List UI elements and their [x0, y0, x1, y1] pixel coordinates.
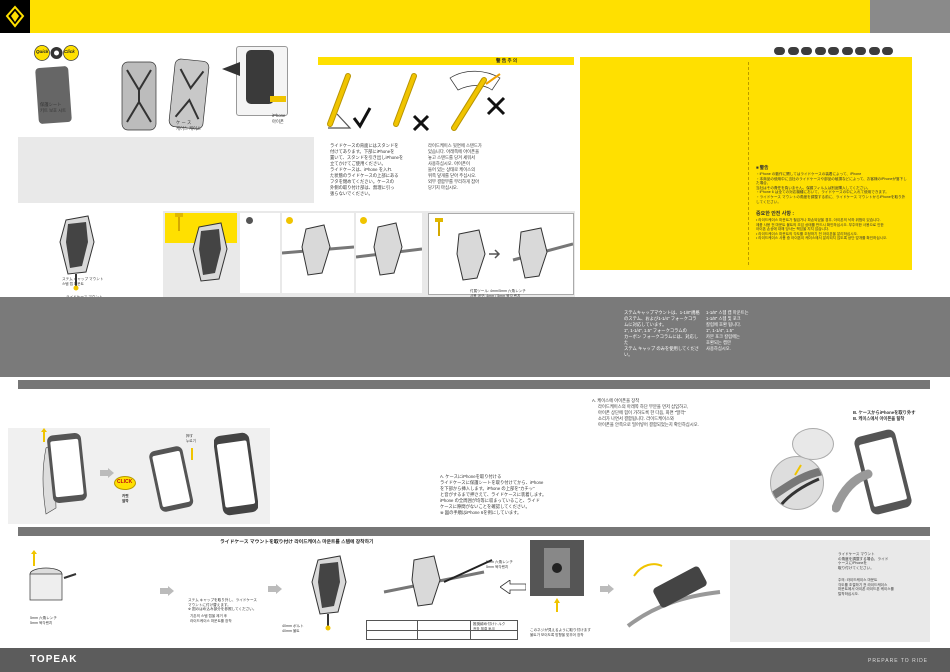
- warning-kr-notes: • 라이드케이스 마운트가 헐겁거나 파손되었을 경우, 아이폰의 낙하 위험이…: [756, 218, 888, 241]
- caution-header: [318, 57, 574, 65]
- language-tab[interactable]: [828, 47, 839, 55]
- phone-rotate-illustration: [624, 556, 724, 636]
- warning-panel: [580, 57, 912, 270]
- spec-band: [0, 297, 950, 377]
- spec-jp: ステムキャップマウントは、1-1/8"規格 のステム、および1-1/4" フォー…: [624, 310, 700, 357]
- remove-illustration: [832, 428, 930, 522]
- torque-table: 推奨締め付けトルク 권장 체결 토크: [366, 620, 518, 640]
- spec-kr: 1-1/8" 스템 캡 마운트는 1-1/8" 스템 및 포크 칼럼에 호환 됩…: [706, 310, 749, 351]
- callout-arrow: [222, 62, 240, 76]
- section-b-title: ライドケース マウントを取り付け 라이드케이스 마운트를 스템에 장착하기: [220, 540, 374, 545]
- mount-stem-illustration: [300, 552, 358, 632]
- note-kr: 주의: 라이드케이스 마운트 각도를 조절하기 전 라이드케이스 마운트에서 아…: [838, 578, 894, 596]
- topeak-badge: [0, 0, 30, 33]
- language-tab[interactable]: [774, 47, 785, 55]
- click-kr-text: 카찟 딸깍: [122, 494, 129, 503]
- language-tab[interactable]: [855, 47, 866, 55]
- stem-closeup-caption: このネジが見えるように取り付けます 볼트가 보이도록 방향을 맞추어 장착: [530, 628, 591, 637]
- torque-table-label: 推奨締め付けトルク 권장 체결 토크: [473, 622, 506, 631]
- stem-illustration: [16, 548, 78, 616]
- section3-steps-kr: 기존의 스템 캡을 제거 후 라이드케이스 마운트를 장착: [190, 614, 232, 623]
- footer-tagline: PREPARE TO RIDE: [868, 658, 929, 664]
- topeak-logo-icon: [5, 5, 25, 28]
- step-badge: [360, 217, 367, 224]
- stem-cap-mount-illustration: [48, 212, 104, 292]
- remove-zoom-circle: [770, 456, 824, 510]
- ridecase-back-illustration: [168, 58, 210, 130]
- caution-kr-text: 라이드케이스 뒷면에 스탠드가 있습니다. 아래쪽에 아이폰을 놓고 스탠드를 …: [428, 143, 482, 190]
- language-tab[interactable]: [882, 47, 893, 55]
- note-jp: ライドケース マウント の角度を調整する場合、ライド ケースにiPhoneを 取…: [838, 552, 889, 570]
- remove-title: B. ケースからiPhoneを取り外す B. 케이스에서 아이폰을 탈착: [853, 410, 916, 421]
- arrow-right-icon: [160, 586, 174, 596]
- step-badge: [286, 217, 293, 224]
- language-tab[interactable]: [814, 47, 826, 55]
- mount-wrench-illustration: [374, 552, 494, 624]
- warning-divider: [748, 62, 749, 265]
- wrench-note: 5mm 六角レンチ 5mm 육각렌치: [486, 560, 513, 569]
- stem-closeup-illustration: [530, 540, 584, 596]
- language-tabs: [774, 42, 914, 55]
- warning-jp-title: ■ 警告: [756, 165, 769, 170]
- remove-zoom-circle-2: [792, 428, 834, 460]
- section-b-bar: [18, 527, 930, 536]
- phone-press-illustration: [146, 438, 206, 514]
- install-a-jp: A. ケースにiPhoneを取り付ける ライドケースに保護シートを取り付けてから…: [440, 474, 547, 515]
- language-tab[interactable]: [787, 47, 799, 55]
- ridecase-front-illustration: [118, 60, 160, 132]
- screen-protector-illustration: [35, 65, 72, 125]
- iphone-label: iPhone 아이폰: [272, 113, 286, 124]
- footer-brand: TOPEAK: [30, 654, 78, 665]
- quick-label: Quick: [36, 49, 49, 54]
- iphone-tag: [270, 96, 286, 102]
- language-tab[interactable]: [841, 47, 853, 55]
- stem-cap-mount-label: ステム キャップ マウント 스템 캡 마운트: [62, 277, 104, 286]
- bolt-label: 40mm ボルト 40mm 볼트: [282, 624, 304, 633]
- step3-illustration: [356, 213, 422, 293]
- stand-hand-illustration: [440, 64, 510, 136]
- language-tab[interactable]: [801, 47, 812, 55]
- click-badge: [114, 476, 136, 490]
- wrench5-label: 5mm 六角レンチ 5mm 육각렌치: [30, 616, 57, 625]
- screen-protector-label: 保護シート 키트 보호 시트: [40, 102, 67, 113]
- iphone-illustration: [246, 50, 274, 104]
- footer-bar: [0, 648, 950, 672]
- arrow-right-icon: [100, 468, 114, 478]
- click-text: CLICK: [117, 479, 133, 485]
- note-panel: [730, 540, 930, 642]
- phone-done-illustration: [214, 430, 258, 518]
- stand-bad-illustration: [384, 70, 434, 135]
- step1-illustration: [175, 213, 235, 293]
- hand-phone-illustration: [36, 428, 92, 518]
- section3-steps-jp: ステム キャップを取り外し、ライドケース マウントに付け替えます。 ※ 図のはめ…: [188, 598, 257, 612]
- mount-tool-note: 付属ツール: 4mm/5mm 六角レンチ 사용 공구: 4mm / 5mm 육각…: [470, 289, 526, 298]
- warning-kr-title: 중요한 안전 사항 :: [756, 211, 795, 217]
- arrow-left-icon: [500, 580, 526, 594]
- step2-illustration: [282, 213, 354, 293]
- quick-click-logo: [30, 44, 84, 62]
- arrow-right-icon: [600, 584, 614, 594]
- header-bar: [0, 0, 870, 33]
- header-right-gray: [870, 0, 950, 33]
- step4-illustration: [428, 213, 574, 295]
- step1b-panel: [240, 213, 280, 293]
- info-panel: [18, 137, 314, 203]
- language-tab[interactable]: [868, 47, 880, 55]
- up-arrow-icon: [554, 598, 560, 612]
- ridecase-label: ケ ー ス 케이스 케이스: [176, 120, 201, 131]
- torque-table-rule: [367, 630, 517, 631]
- click-label: Click: [64, 49, 75, 54]
- step-badge: [246, 217, 253, 224]
- install-a-heading: A. 케이스에 아이폰을 장착: [592, 398, 640, 403]
- section-a-bar: [18, 380, 930, 389]
- push-label: 押す 누르기: [186, 434, 196, 443]
- caution-title: 警 告 주 의: [496, 58, 518, 63]
- stand-ok-illustration: [322, 70, 372, 135]
- install-a-text: 라이드케이스의 아래쪽 하단 부분을 먼저 삽입하고, 아이폰 상단에 힘이 가…: [598, 404, 699, 427]
- warning-jp-notes: ・iPhone の動作に関してはライドケースの装着によって、iPhone ・本商…: [756, 172, 907, 204]
- caution-jp-text: ライドケースの背面にはスタンドを 付けてあります。下部にiPhoneを 置いて、…: [330, 143, 404, 196]
- arrow-right-icon: [268, 584, 282, 594]
